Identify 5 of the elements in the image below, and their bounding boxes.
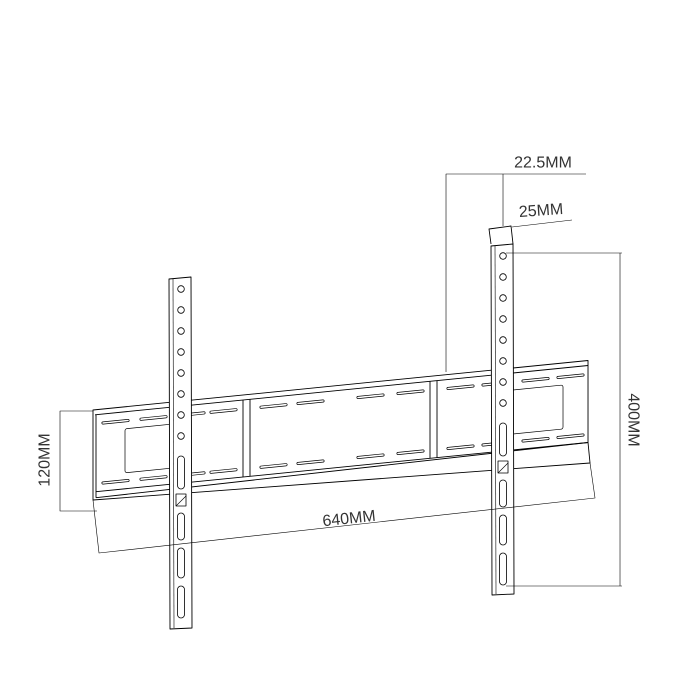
dimension-label: 22.5MM [514,156,571,168]
dimension-label: 120MM [38,434,50,486]
dimension-label: 640MM [323,510,375,526]
dimension-label: 25MM [520,203,562,217]
dimension-label: 400MM [628,394,640,446]
